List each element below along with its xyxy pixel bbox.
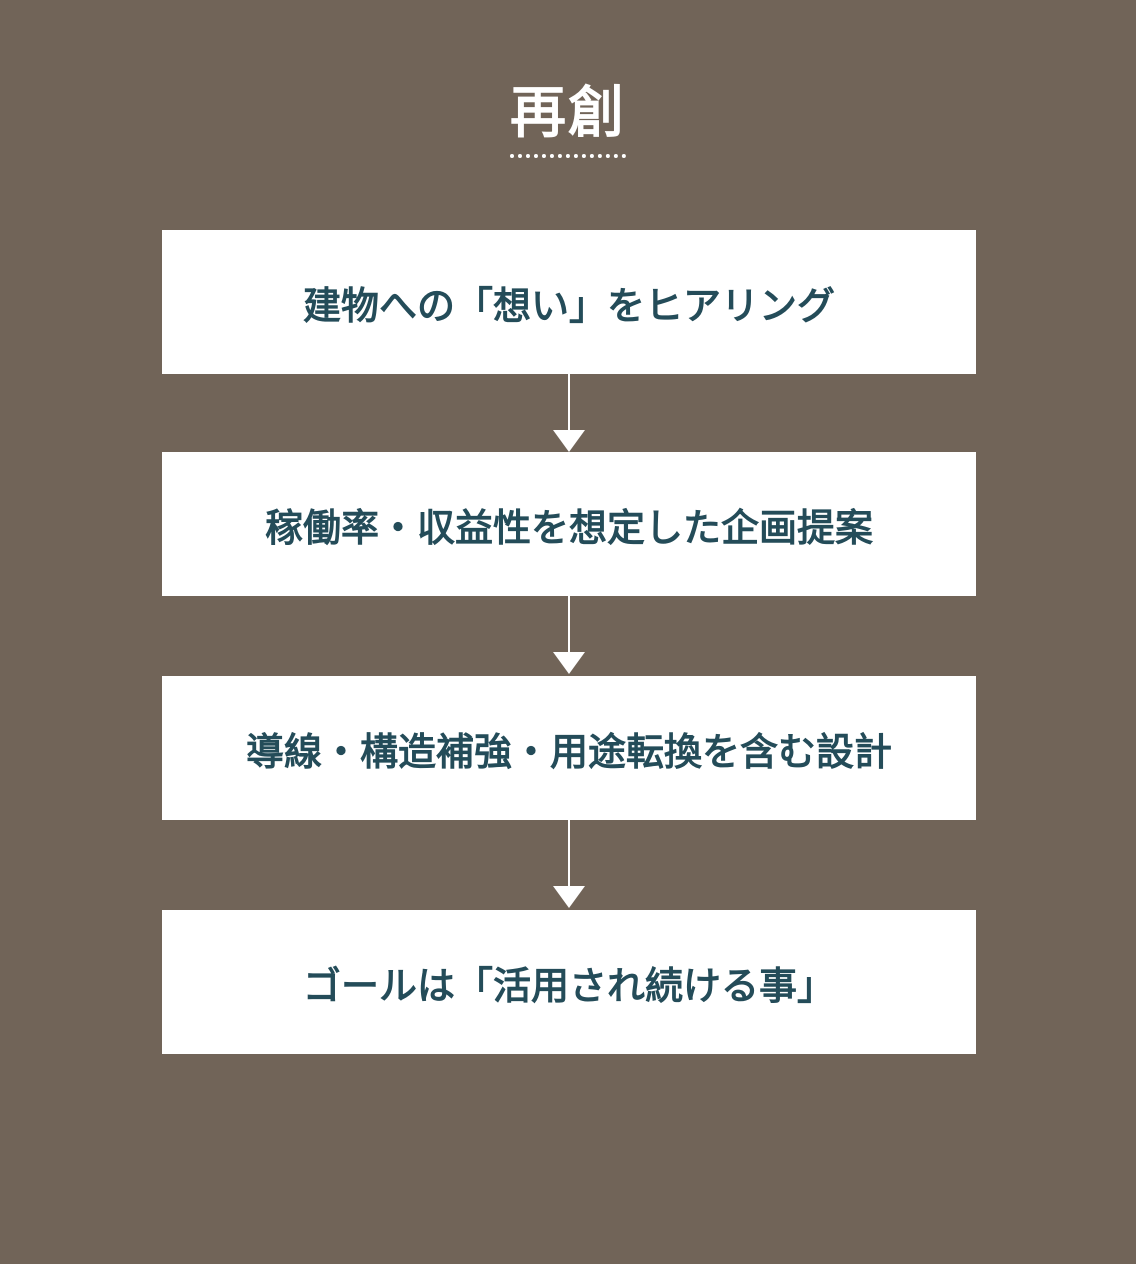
flow-step-label: 稼働率・収益性を想定した企画提案 bbox=[264, 505, 873, 550]
flow-step-2: 稼働率・収益性を想定した企画提案 bbox=[162, 452, 976, 596]
connector-line bbox=[568, 374, 570, 432]
flow-step-1: 建物への「想い」をヒアリング bbox=[162, 230, 976, 374]
arrow-down-icon bbox=[553, 820, 585, 910]
flow-step-label: ゴールは「活用され続ける事」 bbox=[302, 963, 835, 1008]
arrow-head bbox=[553, 886, 585, 908]
diagram-title: 再創 bbox=[510, 78, 626, 158]
title-area: 再創 bbox=[0, 78, 1136, 158]
arrow-head bbox=[553, 652, 585, 674]
flow-step-3: 導線・構造補強・用途転換を含む設計 bbox=[162, 676, 976, 820]
flow-step-label: 導線・構造補強・用途転換を含む設計 bbox=[245, 729, 892, 774]
connector-line bbox=[568, 596, 570, 654]
connector-line bbox=[568, 820, 570, 888]
arrow-head bbox=[553, 430, 585, 452]
arrow-down-icon bbox=[553, 596, 585, 676]
flow-step-label: 建物への「想い」をヒアリング bbox=[302, 283, 835, 328]
flow-step-4: ゴールは「活用され続ける事」 bbox=[162, 910, 976, 1054]
arrow-down-icon bbox=[553, 374, 585, 452]
